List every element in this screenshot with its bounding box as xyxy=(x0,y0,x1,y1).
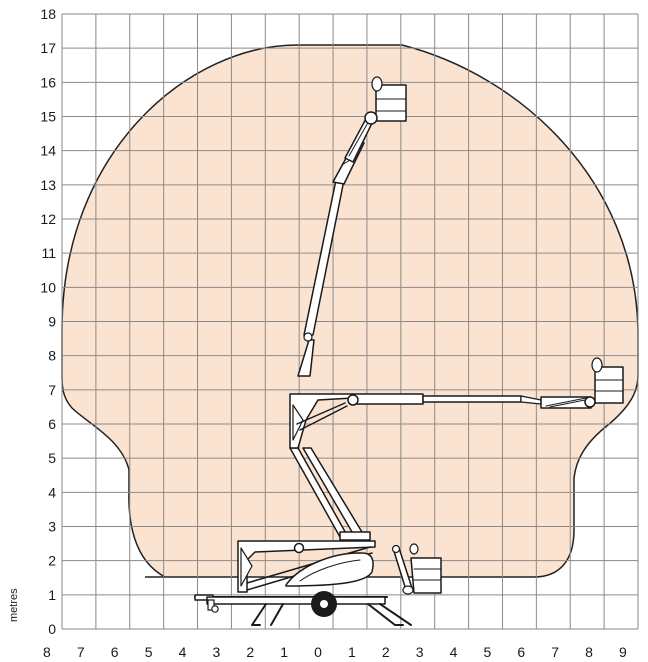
y-tick-label: 3 xyxy=(48,519,56,535)
x-tick-label: 1 xyxy=(348,644,356,660)
axis-unit-label: metres xyxy=(8,588,20,622)
x-tick-label: 4 xyxy=(179,644,187,660)
x-tick-label: 0 xyxy=(314,644,322,660)
y-tick-label: 16 xyxy=(40,74,56,90)
y-tick-label: 11 xyxy=(41,245,56,261)
y-tick-label: 0 xyxy=(48,621,56,637)
x-tick-label: 3 xyxy=(212,644,220,660)
y-tick-label: 5 xyxy=(48,450,56,466)
x-tick-label: 6 xyxy=(111,644,119,660)
y-tick-label: 15 xyxy=(40,109,56,125)
boom-lift-illustration xyxy=(194,76,624,626)
x-tick-label: 7 xyxy=(77,644,85,660)
x-tick-label: 1 xyxy=(280,644,288,660)
x-tick-label: 2 xyxy=(246,644,254,660)
y-tick-label: 9 xyxy=(48,314,56,330)
x-tick-label: 2 xyxy=(382,644,390,660)
vertical-boom-raised xyxy=(297,76,407,377)
x-tick-label: 5 xyxy=(145,644,153,660)
x-tick-label: 3 xyxy=(416,644,424,660)
y-tick-label: 2 xyxy=(48,553,56,569)
x-tick-label: 8 xyxy=(43,644,51,660)
y-tick-label: 17 xyxy=(40,40,56,56)
y-tick-label: 10 xyxy=(40,279,56,295)
x-axis-ticks: 8 7 6 5 4 3 2 1 0 1 2 3 4 5 6 7 8 9 xyxy=(43,644,627,660)
trailer-chassis xyxy=(194,591,412,626)
x-tick-label: 7 xyxy=(551,644,559,660)
x-tick-label: 8 xyxy=(585,644,593,660)
y-tick-label: 4 xyxy=(48,484,56,500)
horizontal-boom-extended xyxy=(289,357,624,449)
y-tick-label: 12 xyxy=(40,211,56,227)
x-tick-label: 5 xyxy=(484,644,492,660)
y-tick-label: 13 xyxy=(40,177,56,193)
grid-lines xyxy=(61,13,639,630)
y-tick-label: 8 xyxy=(48,348,56,364)
lowered-boom-stowed xyxy=(237,540,442,595)
y-tick-label: 6 xyxy=(48,416,56,432)
x-tick-label: 6 xyxy=(517,644,525,660)
x-tick-label: 9 xyxy=(619,644,627,660)
y-tick-label: 7 xyxy=(48,382,56,398)
x-tick-label: 4 xyxy=(450,644,458,660)
working-envelope-area xyxy=(61,44,639,578)
y-tick-label: 18 xyxy=(40,6,56,22)
y-tick-label: 14 xyxy=(40,143,56,159)
y-tick-label: 1 xyxy=(48,587,56,603)
